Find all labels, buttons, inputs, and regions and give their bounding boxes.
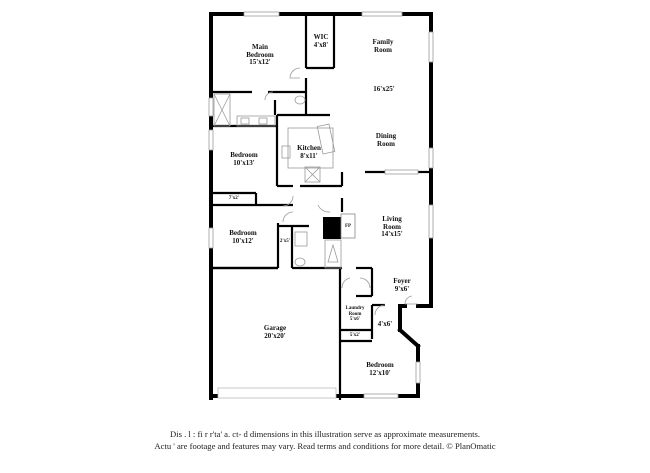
room-foyer: Foyer 9'x6' bbox=[393, 277, 411, 293]
room-bedroom-4: Bedroom 12'x10' bbox=[366, 361, 394, 377]
room-living: Living Room 14'x15' bbox=[381, 215, 403, 239]
room-family-dimensions: 16'x25' bbox=[373, 85, 395, 93]
room-wic: WIC 4'x8' bbox=[313, 33, 329, 49]
disclaimer-line-2: Actu ' are footage and features may vary… bbox=[154, 441, 496, 451]
floor-plan-drawing bbox=[208, 11, 434, 400]
room-laundry: Laundry Room 5'x6' bbox=[345, 306, 365, 322]
disclaimer: Dis . l : fi r r'ta' a. ct- d dimensions… bbox=[0, 428, 650, 452]
room-bedroom-2: Bedroom 10'x13' bbox=[230, 151, 258, 167]
room-bedroom-3: Bedroom 10'x12' bbox=[229, 229, 257, 245]
floor-plan: Main Bedroom 15'x12' WIC 4'x8' Family Ro… bbox=[208, 11, 434, 400]
room-fireplace: FP bbox=[344, 224, 352, 229]
room-hall-4x6: 4'x6' bbox=[377, 320, 393, 328]
room-closet-2x5: 2'x5' bbox=[279, 239, 291, 244]
disclaimer-line-1: Dis . l : fi r r'ta' a. ct- d dimensions… bbox=[169, 429, 481, 439]
room-kitchen: Kitchen 8'x11' bbox=[297, 144, 321, 160]
fireplace-block bbox=[323, 217, 341, 239]
room-main-bedroom: Main Bedroom 15'x12' bbox=[246, 43, 274, 67]
garage-door bbox=[217, 387, 337, 399]
room-dining: Dining Room bbox=[375, 132, 397, 148]
room-closet-7x2: 7'x2' bbox=[228, 196, 240, 201]
room-family: Family Room bbox=[372, 38, 394, 54]
room-closet-5x2: 5'x2' bbox=[349, 333, 361, 338]
room-garage: Garage 20'x20' bbox=[263, 324, 287, 340]
